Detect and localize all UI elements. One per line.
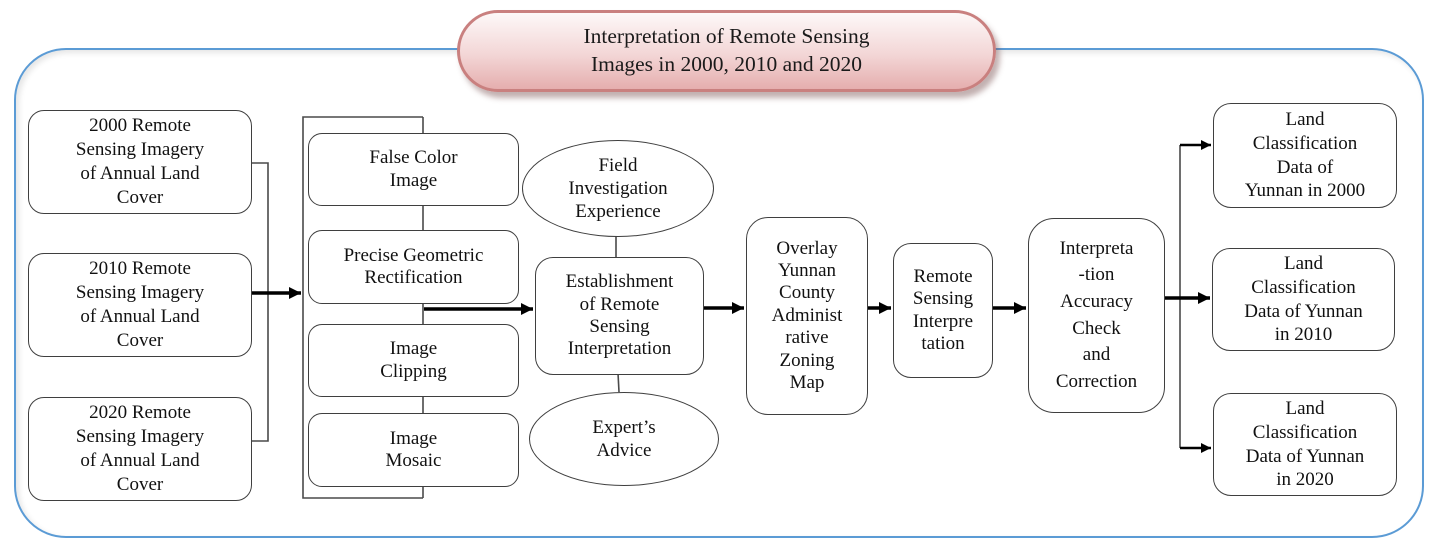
node-output-2000: Land Classification Data of Yunnan in 20… xyxy=(1213,103,1397,208)
node-accuracy-check-correction: Interpreta -tion Accuracy Check and Corr… xyxy=(1028,218,1165,413)
flow-arrows xyxy=(246,287,1210,315)
node-label: 2010 Remote Sensing Imagery of Annual La… xyxy=(75,258,205,351)
node-label: Land Classification Data of Yunnan in 20… xyxy=(1244,252,1363,346)
node-image-clipping: Image Clipping xyxy=(308,324,519,397)
title-capsule: Interpretation of Remote Sensing Images … xyxy=(457,10,996,92)
diagram-title: Interpretation of Remote Sensing Images … xyxy=(583,24,870,76)
node-label: False Color Image xyxy=(369,147,458,191)
node-label: Expert’s Advice xyxy=(592,416,656,461)
node-output-2010: Land Classification Data of Yunnan in 20… xyxy=(1212,248,1395,351)
node-label: 2020 Remote Sensing Imagery of Annual La… xyxy=(75,402,205,495)
node-overlay-zoning-map: Overlay Yunnan County Administ rative Zo… xyxy=(746,217,868,415)
node-geometric-rectification: Precise Geometric Rectification xyxy=(308,230,519,304)
establishment-to-expert-line xyxy=(617,372,620,393)
node-label: Precise Geometric Rectification xyxy=(343,244,484,288)
node-experts-advice: Expert’s Advice xyxy=(529,392,719,486)
node-false-color-image: False Color Image xyxy=(308,133,519,206)
node-label: Overlay Yunnan County Administ rative Zo… xyxy=(771,237,843,394)
node-label: Remote Sensing Interpre tation xyxy=(912,265,974,354)
node-label: Field Investigation Experience xyxy=(568,154,668,223)
node-label: Establishment of Remote Sensing Interpre… xyxy=(565,271,674,360)
branch-arrows xyxy=(1180,140,1211,453)
node-field-investigation-experience: Field Investigation Experience xyxy=(522,140,714,237)
node-label: 2000 Remote Sensing Imagery of Annual La… xyxy=(75,115,205,208)
node-output-2020: Land Classification Data of Yunnan in 20… xyxy=(1213,393,1397,496)
node-label: Image Clipping xyxy=(380,338,447,382)
node-label: Interpreta -tion Accuracy Check and Corr… xyxy=(1055,237,1138,392)
node-label: Land Classification Data of Yunnan in 20… xyxy=(1245,397,1365,491)
node-remote-sensing-interpretation: Remote Sensing Interpre tation xyxy=(893,243,993,378)
node-input-2010: 2010 Remote Sensing Imagery of Annual La… xyxy=(28,253,252,357)
input-bracket-line xyxy=(250,162,269,442)
node-image-mosaic: Image Mosaic xyxy=(308,413,519,487)
node-label: Image Mosaic xyxy=(385,427,442,471)
node-input-2000: 2000 Remote Sensing Imagery of Annual La… xyxy=(28,110,252,214)
node-establishment-of-interpretation: Establishment of Remote Sensing Interpre… xyxy=(535,257,704,375)
node-input-2020: 2020 Remote Sensing Imagery of Annual La… xyxy=(28,397,252,501)
node-label: Land Classification Data of Yunnan in 20… xyxy=(1244,108,1366,202)
